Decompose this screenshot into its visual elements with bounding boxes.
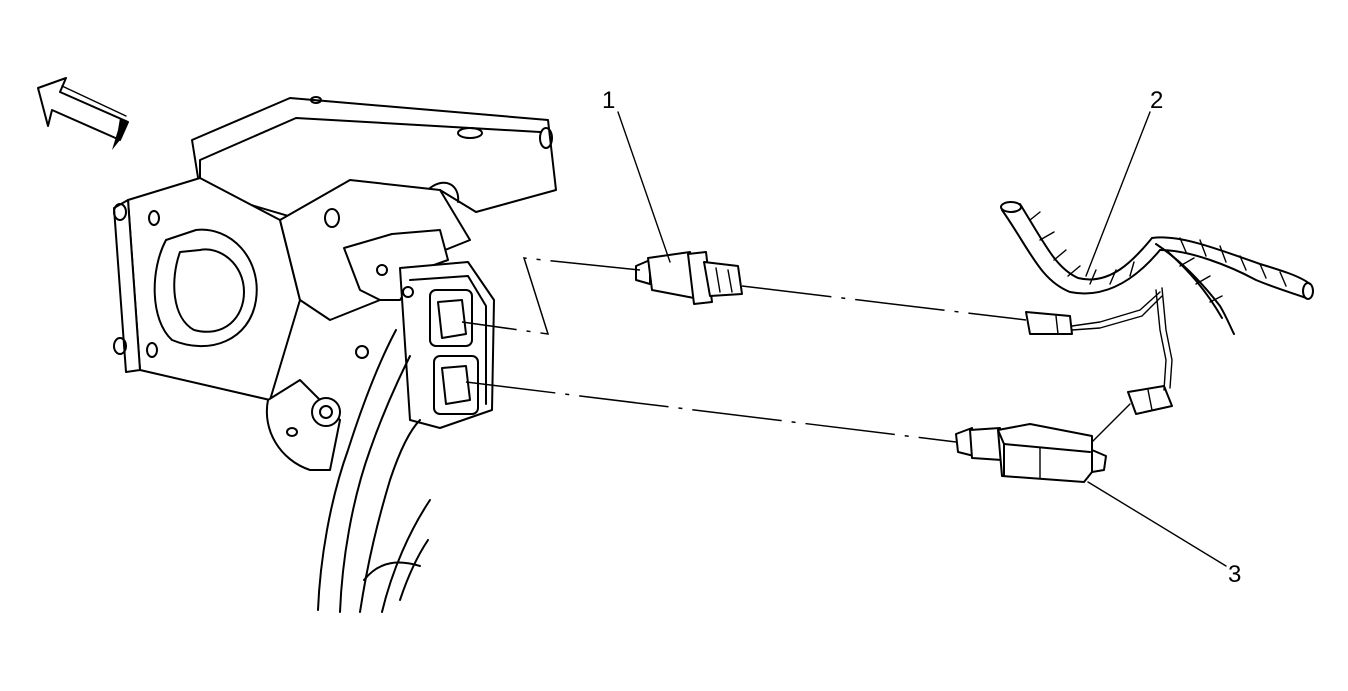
callout-1: 1 — [602, 87, 615, 114]
upper-harness-connector — [1025, 291, 1163, 335]
callout-leaders — [617, 111, 1227, 567]
pedal-bracket — [113, 96, 557, 613]
alignment-lines — [461, 257, 1131, 443]
callout-3: 3 — [1228, 561, 1241, 588]
forward-direction-arrow-icon — [37, 77, 129, 150]
brake-transmission-shift-interlock-switch — [955, 423, 1107, 483]
wiring-harness — [1000, 201, 1314, 335]
stop-lamp-switch — [635, 251, 743, 305]
lower-harness-connector — [1127, 287, 1173, 415]
callout-2: 2 — [1150, 87, 1163, 114]
